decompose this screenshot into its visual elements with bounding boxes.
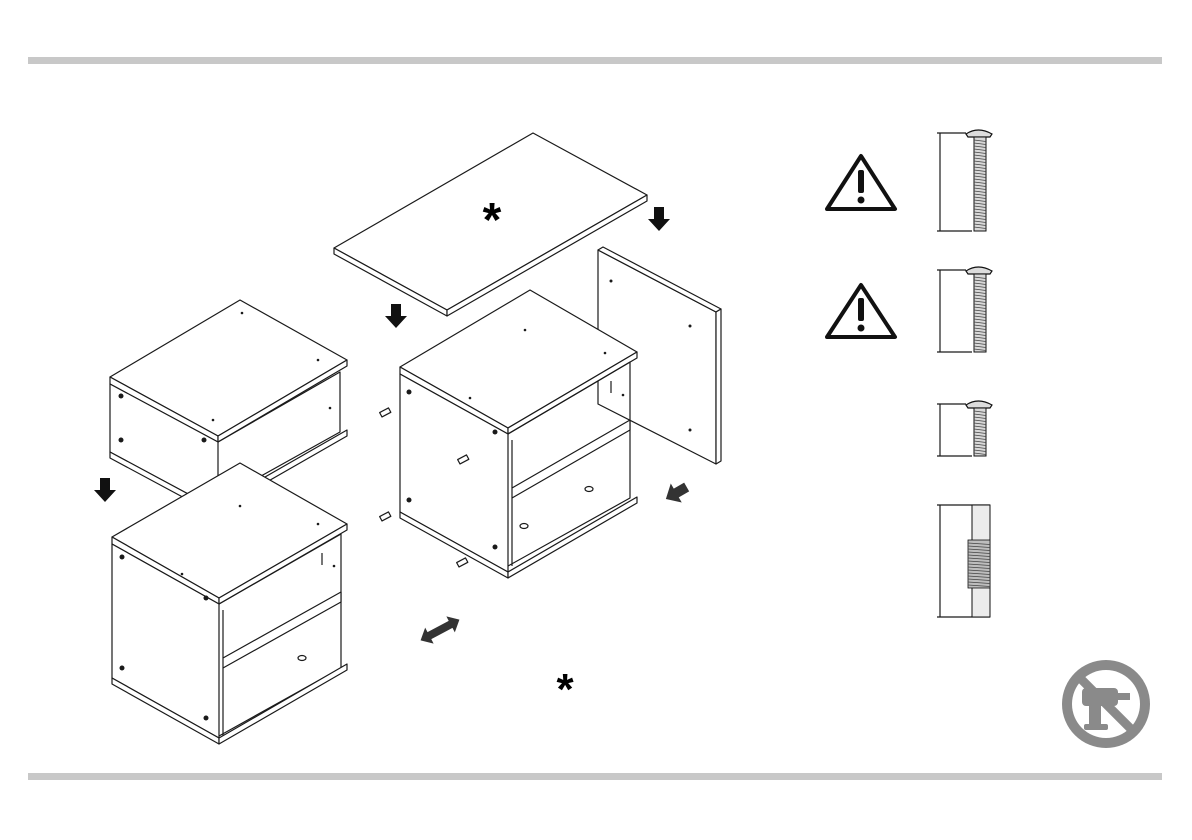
cam-connector-icon — [937, 505, 990, 617]
no-power-drill-icon — [1062, 660, 1150, 748]
direction-arrow-icon — [660, 477, 692, 508]
direction-arrow-icon — [385, 304, 407, 328]
medium-bolt-icon — [937, 267, 992, 352]
direction-arrow-icon — [648, 207, 670, 231]
asterisk-mark-bottom: * — [556, 665, 574, 714]
lower-left-cabinet — [112, 463, 347, 744]
warning-triangle-icon — [827, 285, 895, 337]
asterisk-mark-top: * — [483, 194, 502, 247]
warning-triangle-icon — [827, 156, 895, 209]
double-arrow-icon — [416, 612, 463, 649]
long-bolt-icon — [937, 130, 992, 231]
middle-cabinet — [400, 290, 637, 578]
short-bolt-icon — [937, 401, 992, 456]
direction-arrow-icon — [94, 478, 116, 502]
